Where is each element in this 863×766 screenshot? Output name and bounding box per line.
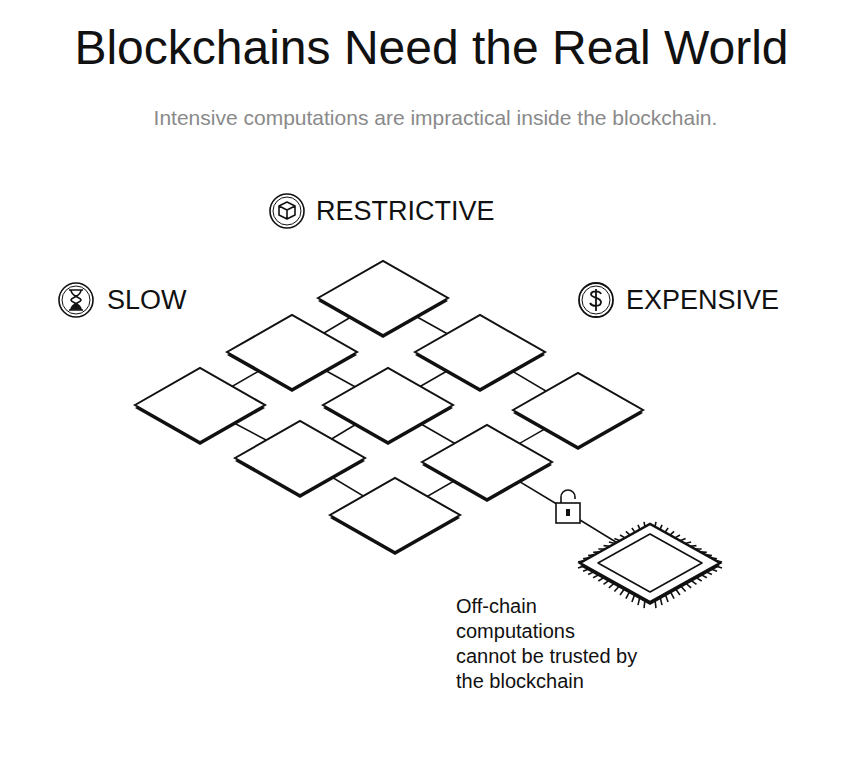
chain-tile [227,315,357,389]
chain-tile [135,368,265,442]
chain-tiles [135,261,643,555]
chain-tile [235,421,365,495]
tile-links [200,298,650,563]
chain-tile [318,261,448,335]
chain-tile [330,478,460,552]
chain-tile [513,373,643,447]
restrictive-label: RESTRICTIVE [316,195,495,227]
off-chain-note: Off-chain computations cannot be trusted… [456,594,638,694]
chip-symbol [578,522,722,608]
expensive-label: EXPENSIVE [626,284,779,316]
hourglass-icon [59,283,93,317]
subtitle: Intensive computations are impractical i… [4,104,863,132]
chain-tile [422,425,552,499]
dollar-icon [579,283,613,317]
chain-tile [323,368,453,442]
cube-icon [270,194,304,228]
lock-icon [556,490,580,523]
chain-tile [415,315,545,389]
slow-label: SLOW [107,284,187,316]
diagram-title: Blockchains Need the Real World [0,18,863,78]
